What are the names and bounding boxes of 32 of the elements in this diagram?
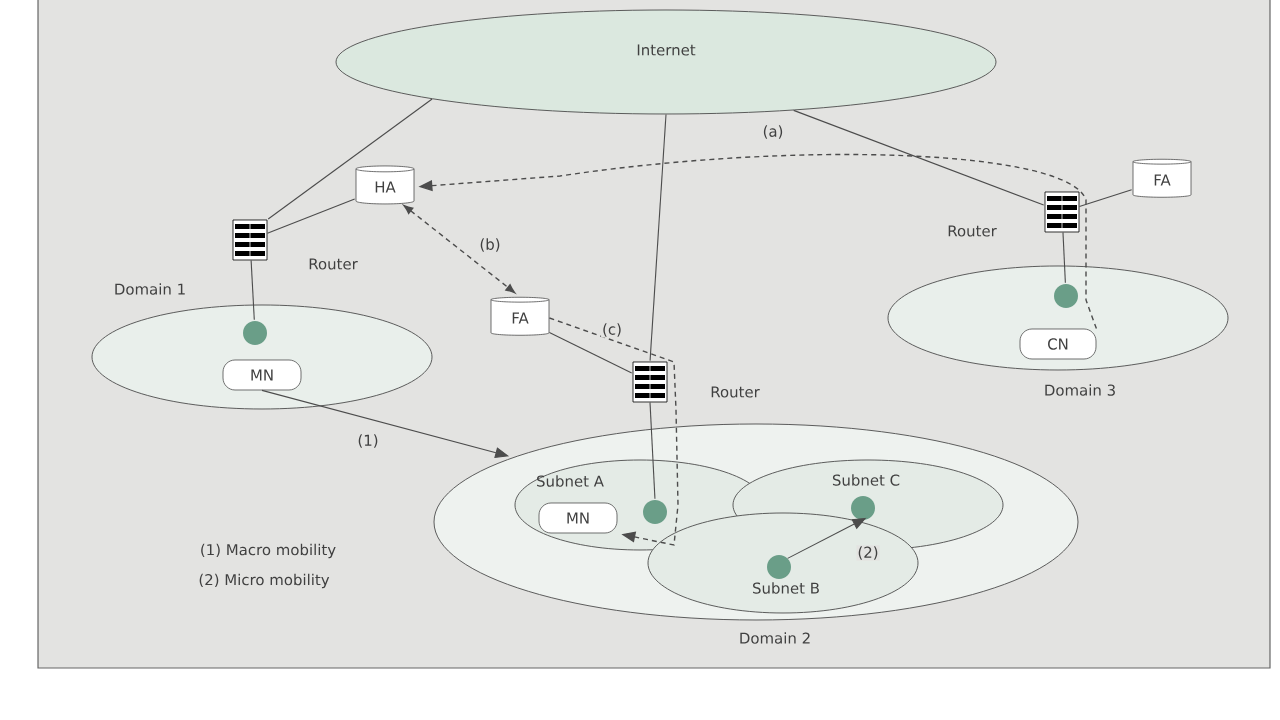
edge-label: (a) (761, 124, 785, 140)
node-label: Domain 2 (740, 632, 810, 644)
edge-label: (b) (478, 237, 502, 253)
dot (243, 321, 267, 345)
dot (851, 496, 875, 520)
edge-label: (c) (601, 322, 623, 338)
dot (643, 500, 667, 524)
connector (649, 113, 667, 362)
agent-cylinder: FA (1132, 158, 1192, 198)
connector (1062, 231, 1066, 284)
connector (548, 331, 633, 374)
dot (767, 555, 791, 579)
connector (267, 98, 433, 220)
agent-cylinder: HA (355, 165, 415, 205)
arrow (403, 204, 516, 294)
host-label: MN (222, 359, 302, 391)
connector (1078, 189, 1133, 207)
connector (649, 401, 656, 500)
node-label: Domain 1 (115, 283, 185, 295)
connector (793, 109, 1045, 206)
note-text: (1) Macro mobility (201, 543, 336, 559)
connector (266, 198, 356, 234)
node-label: Domain 3 (1045, 384, 1115, 396)
host-label: MN (538, 502, 618, 534)
edge-label: (1) (356, 433, 380, 449)
dot (1054, 284, 1078, 308)
arrow (548, 317, 679, 546)
connector (250, 259, 255, 321)
note-text: (2) Micro mobility (199, 573, 330, 589)
host-label: CN (1019, 328, 1097, 360)
edge-label: (2) (856, 545, 880, 561)
agent-cylinder: FA (490, 296, 550, 336)
